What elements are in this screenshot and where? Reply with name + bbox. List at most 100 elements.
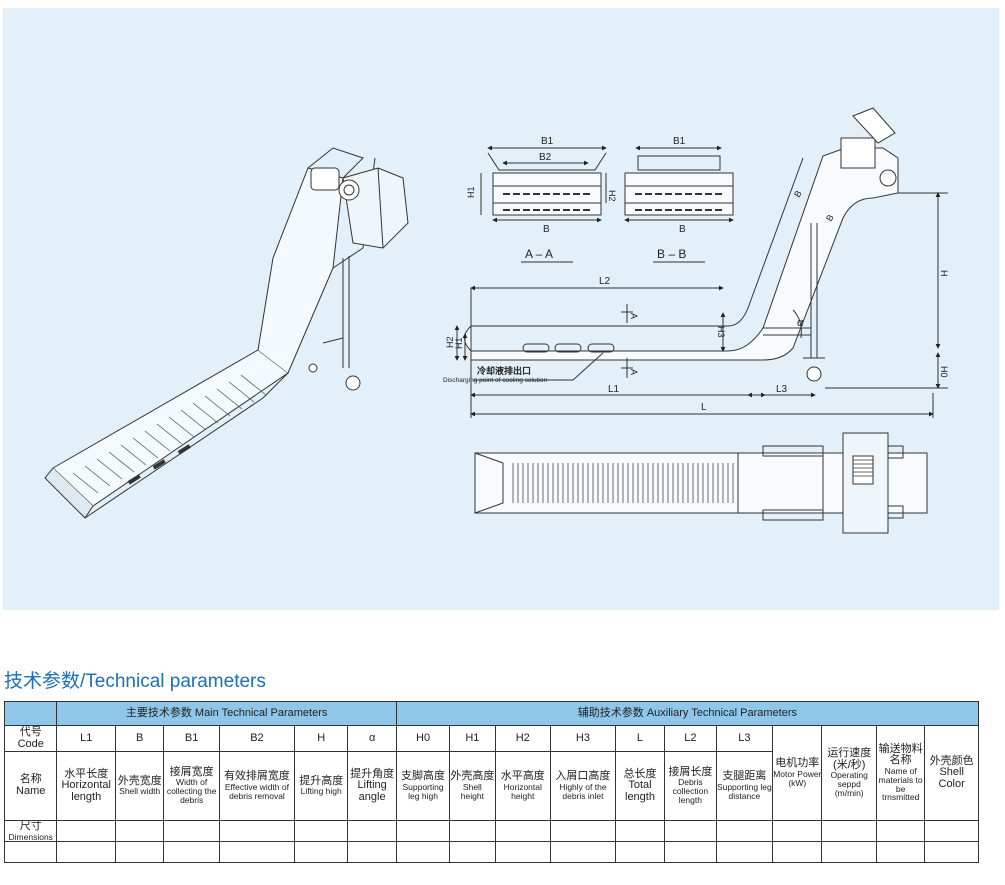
section-title: 技术参数/Technical parameters (4, 671, 266, 692)
value-cell (715, 819, 774, 843)
code-b2: B2 (218, 725, 295, 752)
value-cell (163, 819, 220, 843)
value-cell (218, 841, 295, 864)
value-cell (924, 819, 979, 843)
label-h2-aa: H2 (607, 190, 617, 202)
label-l: L (701, 402, 707, 413)
label-a-bottom: A (629, 369, 639, 375)
table-blank-row (3, 841, 979, 864)
label-h0: H0 (939, 366, 949, 378)
value-cell (3, 841, 58, 864)
section-a-a (480, 145, 607, 263)
code-alpha: α (347, 725, 397, 752)
value-cell (614, 819, 666, 843)
header-operating-speed: 运行速度(米/秒)Operating seppd (m/min) (821, 725, 877, 821)
side-elevation (454, 107, 948, 418)
label-b-top: B (792, 189, 804, 199)
value-cell (56, 841, 117, 864)
value-cell (715, 841, 774, 864)
motor (310, 167, 360, 201)
label-a-top: A (629, 313, 639, 319)
value-cell (550, 819, 616, 843)
value-cell (115, 841, 165, 864)
code-l3: L3 (715, 725, 774, 752)
value-cell (664, 819, 717, 843)
label-h3-side: H3 (716, 326, 726, 338)
code-h1: H1 (449, 725, 496, 752)
value-cell (550, 841, 616, 864)
value-cell (115, 819, 165, 843)
code-h: H (293, 725, 349, 752)
label-l2: L2 (599, 276, 611, 287)
value-cell (772, 841, 823, 864)
conveyor-isometric-view (44, 147, 409, 519)
value-cell (875, 819, 926, 843)
value-cell (347, 841, 397, 864)
code-h3: H3 (550, 725, 616, 752)
group-auxiliary-parameters: 辅助技术参数 Auxiliary Technical Parameters (395, 701, 980, 726)
value-cell (494, 819, 552, 843)
value-cell (772, 819, 823, 843)
value-cell (395, 841, 451, 864)
table-corner-cell (3, 701, 58, 726)
label-b2: B2 (539, 152, 552, 163)
value-cell (293, 819, 349, 843)
label-alpha: α (797, 317, 804, 329)
value-cell (821, 819, 877, 843)
code-l2: L2 (664, 725, 717, 752)
label-discharge-zh: 冷却液排出口 (477, 365, 531, 376)
value-cell (449, 819, 496, 843)
value-cell (664, 841, 717, 864)
drain-ovals (522, 343, 615, 353)
label-b1-bb: B1 (673, 136, 686, 147)
value-cell (395, 819, 451, 843)
label-l1: L1 (608, 384, 620, 395)
code-l: L (614, 725, 666, 752)
label-section-bb: B – B (657, 247, 686, 261)
value-cell (293, 841, 349, 864)
label-h2-side: H2 (445, 336, 455, 348)
label-b-aa: B (543, 224, 550, 235)
parameters-table: 主要技术参数 Main Technical Parameters 辅助技术参数 … (3, 701, 980, 864)
value-cell (924, 841, 979, 864)
plan-view (474, 432, 928, 534)
value-cell (875, 841, 926, 864)
label-h1-side: H1 (454, 337, 464, 349)
value-cell (494, 841, 552, 864)
drawing-panel: B1 B2 B B B1 H1 H2 A – A B – B L2 H H2 H… (3, 8, 999, 610)
section-b-b (624, 145, 734, 263)
drain-slots (127, 444, 191, 485)
label-l3: L3 (776, 384, 788, 395)
code-h0: H0 (395, 725, 451, 752)
code-h2: H2 (494, 725, 552, 752)
belt-slats (72, 374, 267, 494)
value-cell (218, 819, 295, 843)
code-b: B (115, 725, 165, 752)
technical-drawing: B1 B2 B B B1 H1 H2 A – A B – B L2 H H2 H… (44, 107, 949, 534)
value-cell (614, 841, 666, 864)
plan-belt-slats (512, 463, 734, 503)
label-b1: B1 (541, 136, 554, 147)
label-h: H (939, 270, 949, 277)
code-l1: L1 (56, 725, 117, 752)
value-cell (449, 841, 496, 864)
code-b1: B1 (163, 725, 220, 752)
